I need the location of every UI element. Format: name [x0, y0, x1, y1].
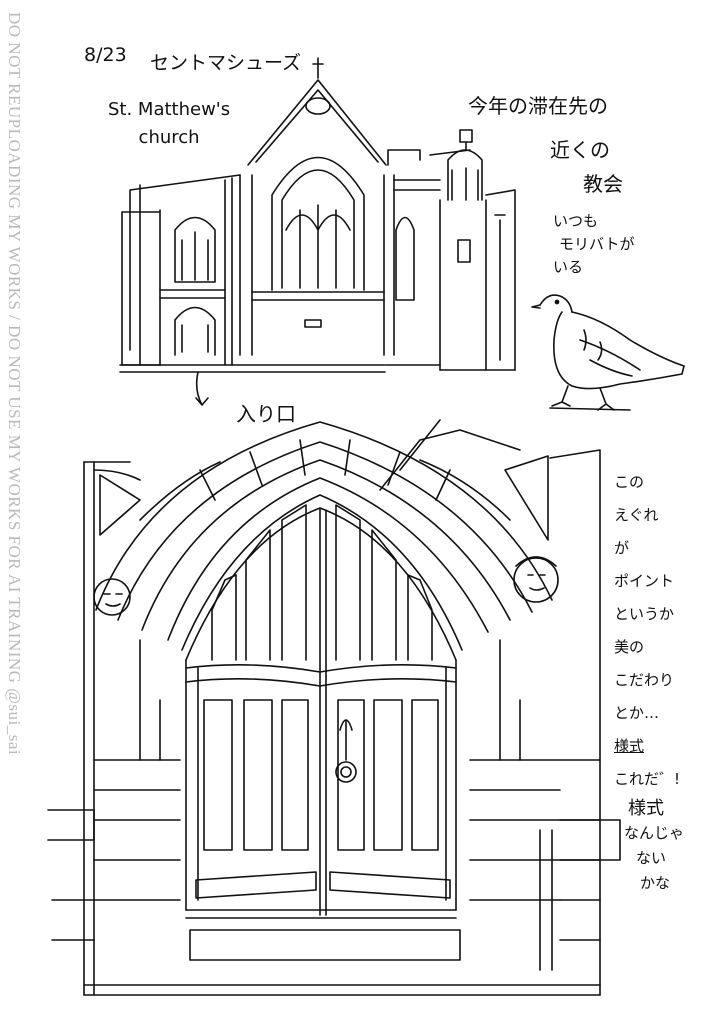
note-arch-line2: えぐれ	[614, 506, 659, 524]
note-arch-line1: この	[614, 473, 645, 491]
note-arch-line9: 様式	[614, 737, 645, 755]
note-arch-line7: こだわり	[614, 671, 675, 689]
note-arch-line10: これだ゛!	[614, 770, 681, 788]
note-location-line2: 近くの	[550, 138, 610, 162]
church-name-line2: church	[138, 127, 200, 148]
note-location: 今年の滞在先の 近くの 教会	[468, 84, 623, 206]
note-arch-line5: というか	[614, 605, 675, 623]
church-name: St. Matthew's church	[108, 96, 230, 152]
entrance-label: 入り口	[236, 402, 296, 426]
note-arch-line4: ポイント	[614, 572, 675, 590]
note-arch-line6: 美の	[614, 638, 645, 656]
church-exterior-sketch	[119, 57, 516, 406]
note-style-line1: 様式	[628, 798, 664, 819]
note-arch-line8: とか…	[614, 704, 660, 722]
note-arch-line3: が	[614, 539, 630, 557]
note-pigeon-line2: モリバトが	[559, 235, 635, 253]
note-location-line3: 教会	[583, 172, 623, 196]
note-style-line2: なんじゃ	[624, 824, 685, 842]
note-style-line3: ない	[636, 849, 667, 867]
note-pigeon: いつも モリバトが いる	[553, 210, 634, 279]
note-pigeon-line1: いつも	[553, 212, 599, 230]
church-name-line1: St. Matthew's	[108, 99, 231, 120]
note-location-line1: 今年の滞在先の	[468, 94, 608, 118]
entrance-door-sketch	[47, 419, 621, 996]
note-style: 様式 なんじゃ ない かな	[624, 796, 684, 896]
note-style-line4: かな	[640, 874, 671, 892]
note-pigeon-line3: いる	[553, 258, 584, 276]
note-arch: この えぐれ が ポイント というか 美の こだわり とか… 様式 これだ゛!	[614, 466, 680, 796]
sketch-title: セントマシューズ	[150, 52, 302, 74]
sketch-date: 8/23	[84, 44, 127, 66]
pigeon-sketch	[531, 294, 685, 411]
